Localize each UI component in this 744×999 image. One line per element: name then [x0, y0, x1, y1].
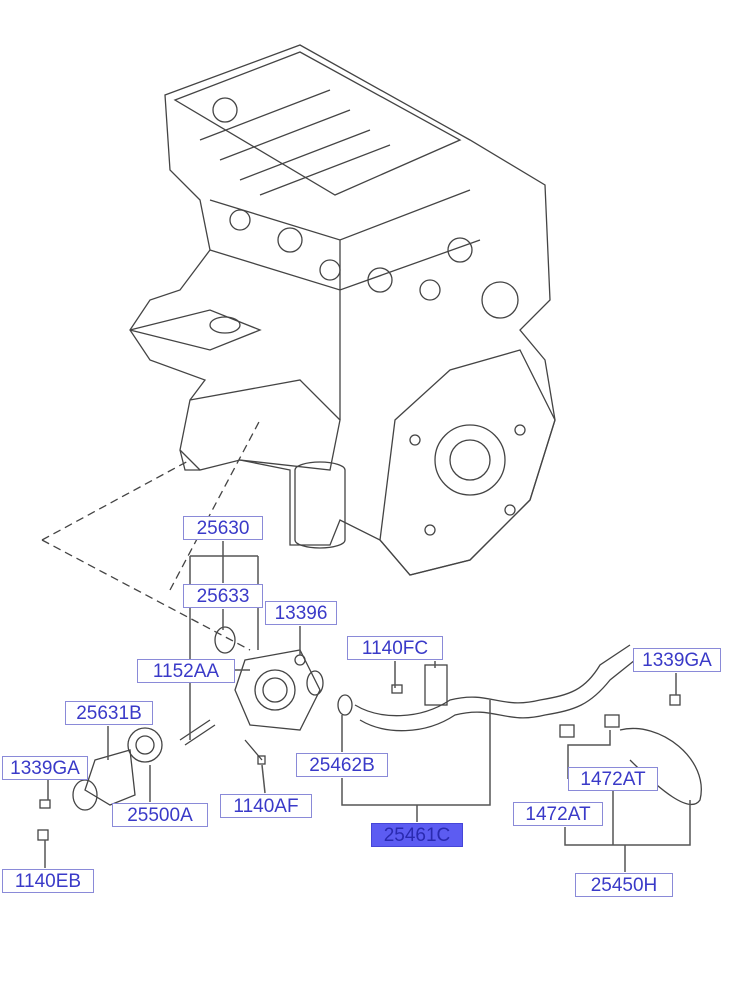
- part-label-25462b[interactable]: 25462B: [296, 753, 388, 777]
- engine-block-illustration: [129, 44, 556, 576]
- part-label-1152aa[interactable]: 1152AA: [137, 659, 235, 683]
- part-label-25500a[interactable]: 25500A: [112, 803, 208, 827]
- part-label-1472at-upper[interactable]: 1472AT: [568, 767, 658, 791]
- part-label-25461c-selected[interactable]: 25461C: [371, 823, 463, 847]
- part-label-1339ga-left[interactable]: 1339GA: [2, 756, 88, 780]
- dashed-alignment-lines: [41, 419, 261, 651]
- part-label-25633[interactable]: 25633: [183, 584, 263, 608]
- part-label-25630[interactable]: 25630: [183, 516, 263, 540]
- water-pipe-parts: [354, 644, 702, 806]
- part-label-25450h[interactable]: 25450H: [575, 873, 673, 897]
- part-label-1339ga-right[interactable]: 1339GA: [633, 648, 721, 672]
- part-label-25631b[interactable]: 25631B: [65, 701, 153, 725]
- thermostat-housing-parts: [37, 626, 353, 841]
- part-label-1140fc[interactable]: 1140FC: [347, 636, 443, 660]
- part-label-1140af[interactable]: 1140AF: [220, 794, 312, 818]
- part-label-1140eb[interactable]: 1140EB: [2, 869, 94, 893]
- part-label-1472at-lower[interactable]: 1472AT: [513, 802, 603, 826]
- part-label-13396[interactable]: 13396: [265, 601, 337, 625]
- leader-lines: [44, 541, 691, 872]
